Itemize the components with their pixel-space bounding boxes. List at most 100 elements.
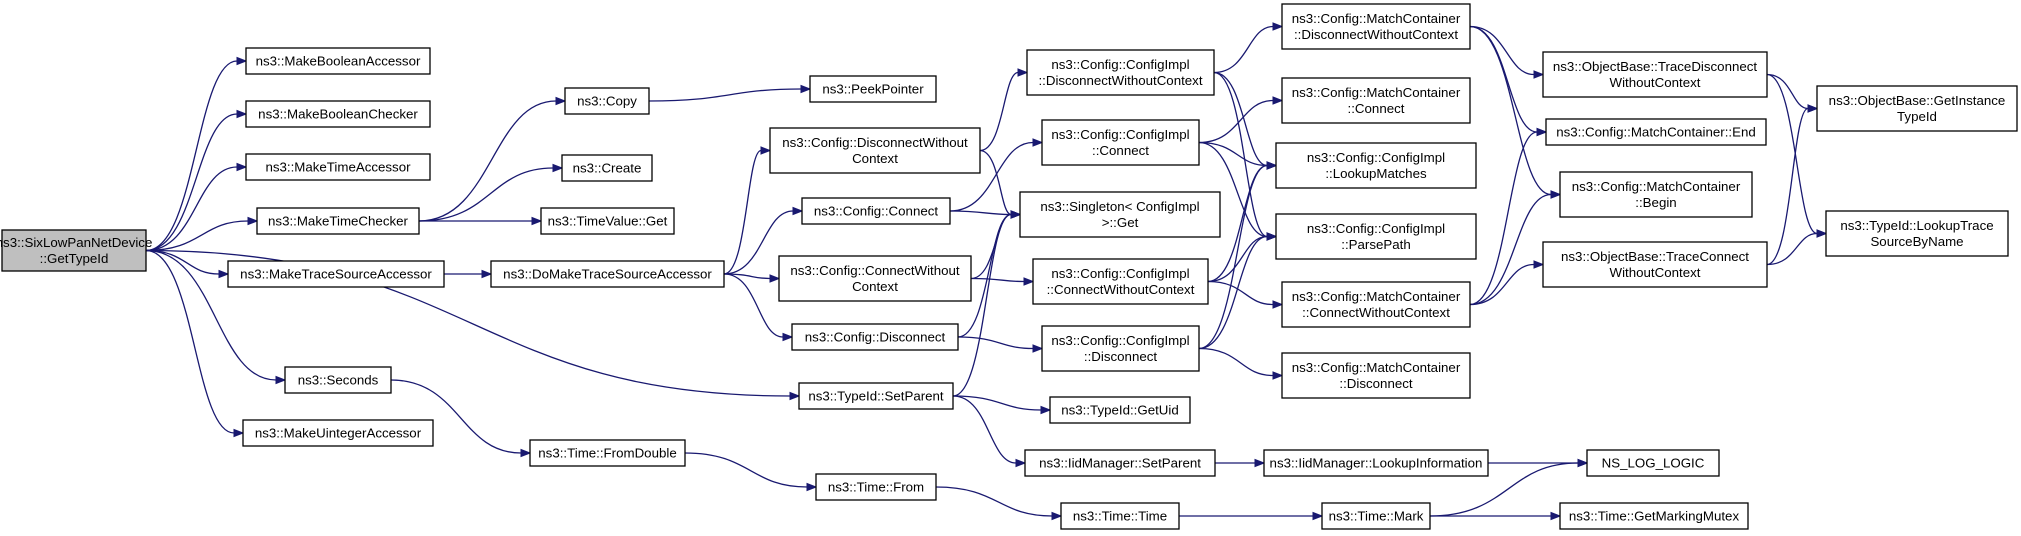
node-parsePath[interactable]: ns3::Config::ConfigImpl::ParsePath bbox=[1275, 213, 1477, 260]
node-mcEnd[interactable]: ns3::Config::MatchContainer::End bbox=[1545, 118, 1767, 146]
node-label: ns3::MakeBooleanChecker bbox=[258, 107, 418, 122]
node-label: ns3::Config::ConfigImpl bbox=[1051, 266, 1189, 281]
call-edge-mcDWC-mcEnd bbox=[1469, 25, 1548, 137]
node-mkBoolAcc[interactable]: ns3::MakeBooleanAccessor bbox=[245, 47, 431, 75]
node-mkUintAcc[interactable]: ns3::MakeUintegerAccessor bbox=[242, 419, 434, 447]
node-mcCWC[interactable]: ns3::Config::MatchContainer::ConnectWith… bbox=[1281, 281, 1471, 328]
node-implDWC[interactable]: ns3::Config::ConfigImpl::DisconnectWitho… bbox=[1026, 49, 1215, 96]
call-edge-cfgConnect-implConnect bbox=[949, 138, 1044, 212]
node-label: ::Disconnect bbox=[1339, 376, 1412, 391]
call-edge-obTCWC-lookupTSBN bbox=[1766, 229, 1828, 266]
node-singleton[interactable]: ns3::Singleton< ConfigImpl >::Get bbox=[1019, 191, 1221, 238]
node-label: ns3::Config::Connect bbox=[814, 204, 938, 219]
node-timeMark[interactable]: ns3::Time::Mark bbox=[1321, 502, 1431, 530]
node-getMutex[interactable]: ns3::Time::GetMarkingMutex bbox=[1559, 502, 1749, 530]
node-label: ::Begin bbox=[1635, 195, 1676, 210]
call-edge-implDisconnect-parsePath bbox=[1198, 232, 1278, 350]
node-label: ns3::TypeId::SetParent bbox=[808, 389, 944, 404]
call-edge-timeMark-getMutex bbox=[1429, 511, 1562, 521]
node-label: ::Connect bbox=[1348, 101, 1405, 116]
node-cfgCWC[interactable]: ns3::Config::ConnectWithoutContext bbox=[778, 255, 972, 302]
node-timeTime[interactable]: ns3::Time::Time bbox=[1060, 502, 1180, 530]
call-edge-implConnect-mcConnect bbox=[1198, 96, 1284, 144]
node-label: ns3::DoMakeTraceSourceAccessor bbox=[503, 267, 712, 282]
call-edge-cfgDisconnect-implDisconnect bbox=[957, 336, 1044, 353]
node-iidSetParent[interactable]: ns3::IidManager::SetParent bbox=[1024, 449, 1216, 477]
node-label: ns3::Config::ConfigImpl bbox=[1307, 221, 1445, 236]
call-edge-mkTimeChk-tvGet bbox=[419, 216, 543, 226]
node-mcDWC[interactable]: ns3::Config::MatchContainer::DisconnectW… bbox=[1281, 3, 1471, 50]
node-mcDisconnect[interactable]: ns3::Config::MatchContainer::Disconnect bbox=[1281, 352, 1471, 399]
node-label: ns3::MakeTimeChecker bbox=[268, 214, 408, 229]
call-edge-root-mkBoolAcc bbox=[145, 56, 248, 252]
node-label: ::ConnectWithoutContext bbox=[1302, 305, 1450, 320]
node-label: ns3::TypeId::GetUid bbox=[1061, 403, 1179, 418]
node-label: ns3::MakeBooleanAccessor bbox=[256, 54, 421, 69]
call-edge-fromDouble-timeFrom bbox=[684, 452, 818, 492]
node-getUid[interactable]: ns3::TypeId::GetUid bbox=[1049, 396, 1191, 424]
call-edge-implDisconnect-mcDisconnect bbox=[1198, 347, 1284, 380]
node-doMkTSA[interactable]: ns3::DoMakeTraceSourceAccessor bbox=[490, 260, 725, 288]
node-label: ns3::Config::MatchContainer bbox=[1292, 289, 1461, 304]
node-mkTimeAcc[interactable]: ns3::MakeTimeAccessor bbox=[245, 153, 431, 181]
node-label: TypeId bbox=[1897, 109, 1937, 124]
node-peek[interactable]: ns3::PeekPointer bbox=[809, 75, 937, 103]
node-copy[interactable]: ns3::Copy bbox=[564, 87, 650, 115]
call-edge-mcCWC-mcBegin bbox=[1469, 190, 1562, 306]
node-mkTSA[interactable]: ns3::MakeTraceSourceAccessor bbox=[227, 260, 445, 288]
node-lookupInfo[interactable]: ns3::IidManager::LookupInformation bbox=[1263, 449, 1489, 477]
node-cfgDisconnect[interactable]: ns3::Config::Disconnect bbox=[791, 323, 959, 351]
node-cfgConnect[interactable]: ns3::Config::Connect bbox=[801, 197, 951, 225]
call-edge-root-seconds bbox=[145, 249, 287, 385]
call-edge-cfgDWC-singleton bbox=[979, 149, 1022, 219]
node-label: ns3::Create bbox=[573, 161, 642, 176]
node-label: WithoutContext bbox=[1610, 265, 1701, 280]
call-edge-iidSetParent-lookupInfo bbox=[1215, 458, 1266, 468]
node-tvGet[interactable]: ns3::TimeValue::Get bbox=[540, 207, 675, 235]
call-edge-tidSetParent-singleton bbox=[952, 210, 1022, 397]
node-label: ns3::Time::GetMarkingMutex bbox=[1569, 509, 1740, 524]
call-edge-implCWC-mcCWC bbox=[1207, 280, 1284, 309]
node-root[interactable]: ns3::SixLowPanNetDevice::GetTypeId bbox=[0, 229, 152, 272]
call-edge-root-tidSetParent bbox=[145, 249, 801, 401]
node-mkBoolChk[interactable]: ns3::MakeBooleanChecker bbox=[245, 100, 431, 128]
call-edge-doMkTSA-cfgDWC bbox=[723, 146, 772, 275]
node-obTCWC[interactable]: ns3::ObjectBase::TraceConnectWithoutCont… bbox=[1542, 241, 1768, 288]
node-fromDouble[interactable]: ns3::Time::FromDouble bbox=[529, 439, 686, 467]
node-label: ns3::Time::Mark bbox=[1329, 509, 1424, 524]
node-label: ns3::IidManager::SetParent bbox=[1039, 456, 1201, 471]
node-label: Context bbox=[852, 279, 898, 294]
node-label: ns3::Config::MatchContainer bbox=[1292, 360, 1461, 375]
node-mcConnect[interactable]: ns3::Config::MatchContainer::Connect bbox=[1281, 77, 1471, 124]
node-label: ns3::ObjectBase::TraceDisconnect bbox=[1553, 59, 1758, 74]
node-cfgDWC[interactable]: ns3::Config::DisconnectWithoutContext bbox=[769, 127, 981, 174]
node-create[interactable]: ns3::Create bbox=[561, 154, 653, 182]
node-label: ::Disconnect bbox=[1084, 349, 1157, 364]
node-label: ns3::IidManager::LookupInformation bbox=[1270, 456, 1483, 471]
call-edge-mcDWC-obTDWC bbox=[1469, 25, 1545, 79]
call-edge-mkTimeChk-copy bbox=[418, 96, 567, 222]
call-edge-root-mkUintAcc bbox=[145, 249, 245, 438]
node-mkTimeChk[interactable]: ns3::MakeTimeChecker bbox=[256, 207, 420, 235]
node-label: ::ConnectWithoutContext bbox=[1047, 282, 1195, 297]
call-edge-implDWC-lookupMatches bbox=[1213, 71, 1278, 170]
node-label: ::DisconnectWithoutContext bbox=[1038, 73, 1202, 88]
node-nsLog[interactable]: NS_LOG_LOGIC bbox=[1586, 449, 1720, 477]
node-label: ns3::Config::MatchContainer bbox=[1572, 179, 1741, 194]
node-tidSetParent[interactable]: ns3::TypeId::SetParent bbox=[798, 382, 954, 410]
node-implCWC[interactable]: ns3::Config::ConfigImpl::ConnectWithoutC… bbox=[1032, 258, 1209, 305]
node-seconds[interactable]: ns3::Seconds bbox=[284, 366, 392, 394]
node-obTDWC[interactable]: ns3::ObjectBase::TraceDisconnectWithoutC… bbox=[1542, 51, 1768, 98]
node-timeFrom[interactable]: ns3::Time::From bbox=[815, 473, 937, 501]
node-implConnect[interactable]: ns3::Config::ConfigImpl::Connect bbox=[1041, 119, 1200, 166]
node-label: ns3::Copy bbox=[577, 94, 637, 109]
call-edge-lookupInfo-nsLog bbox=[1488, 458, 1589, 468]
node-mcBegin[interactable]: ns3::Config::MatchContainer::Begin bbox=[1559, 171, 1753, 218]
call-edge-mkTSA-doMkTSA bbox=[443, 269, 493, 279]
node-lookupMatches[interactable]: ns3::Config::ConfigImpl::LookupMatches bbox=[1275, 142, 1477, 189]
node-label: ns3::MakeUintegerAccessor bbox=[255, 426, 422, 441]
node-label: ns3::Config::MatchContainer::End bbox=[1556, 125, 1756, 140]
node-implDisconnect[interactable]: ns3::Config::ConfigImpl::Disconnect bbox=[1041, 325, 1200, 372]
